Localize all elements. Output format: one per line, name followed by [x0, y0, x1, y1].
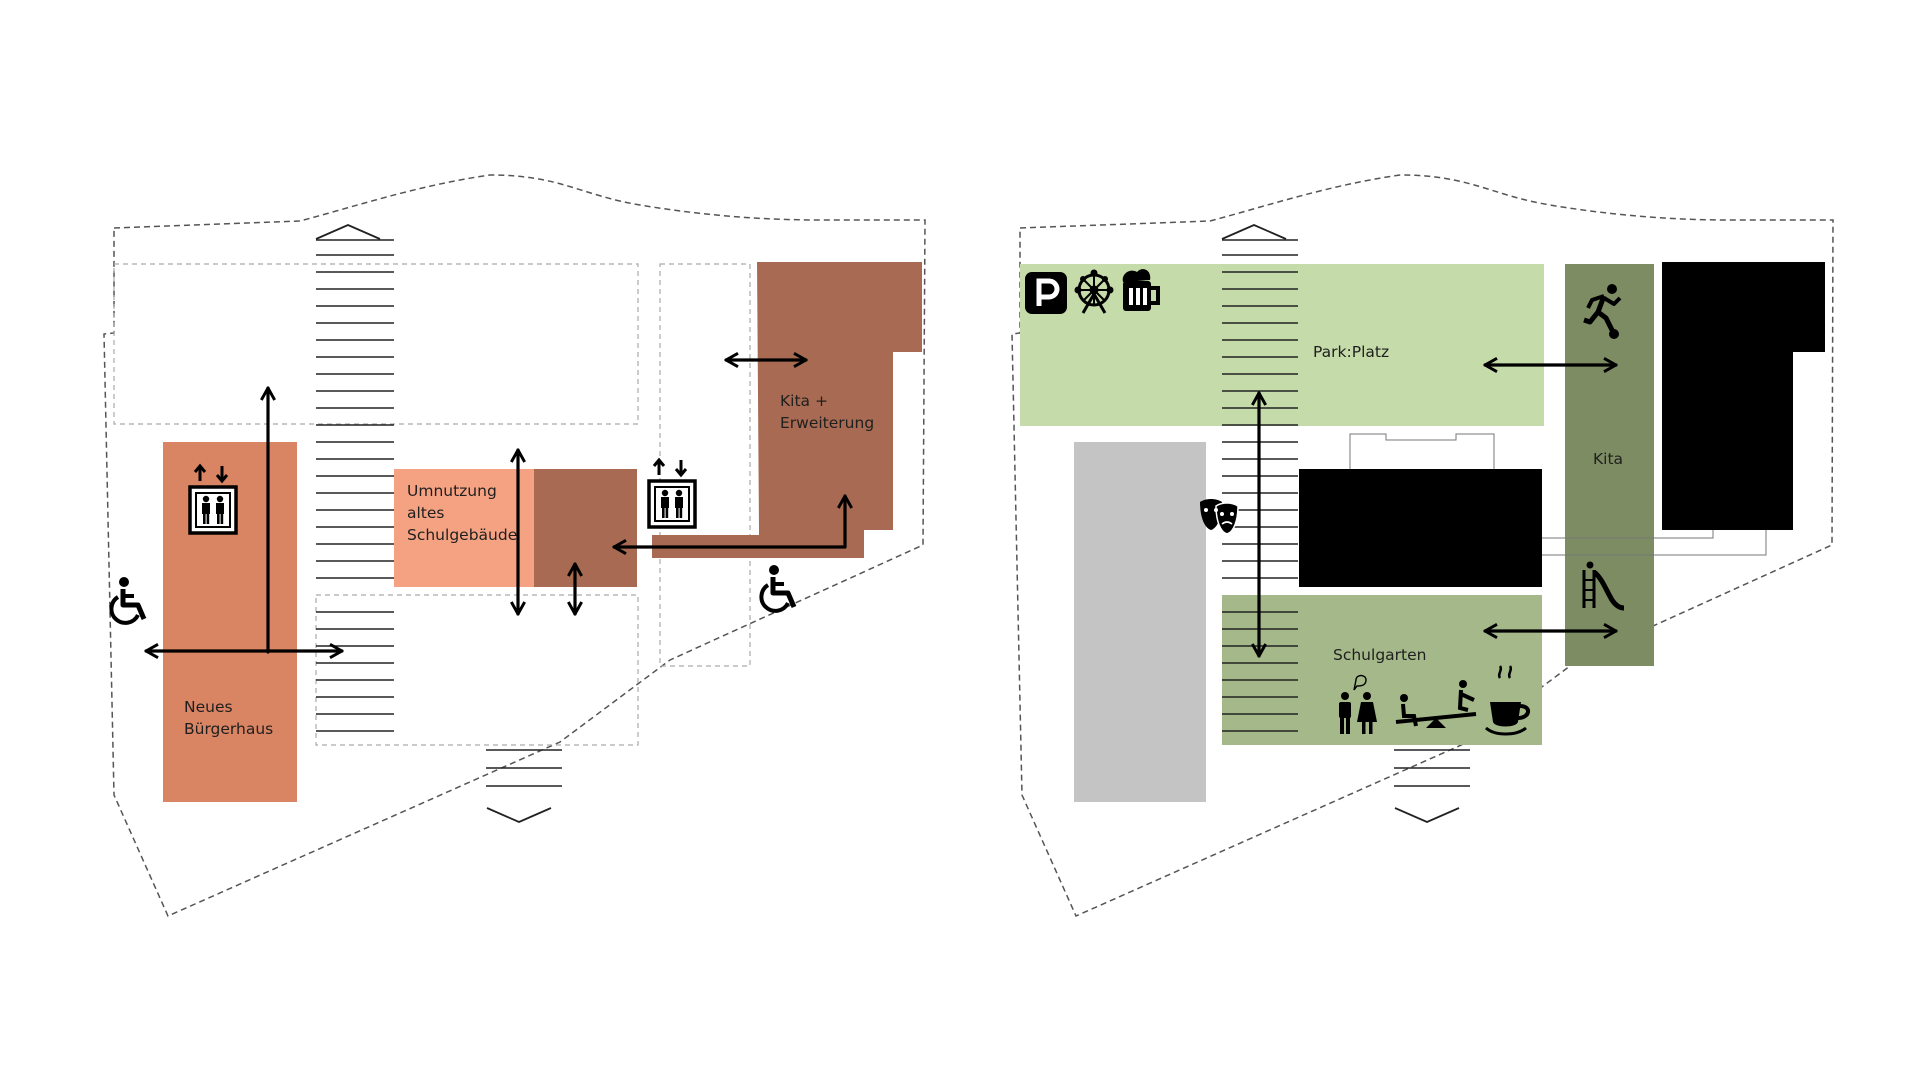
wheelchair-icon	[111, 577, 144, 623]
label-buergerhaus: Bürgerhaus	[184, 720, 273, 738]
right-plan: Park:Platz Kita Schulgarten	[1011, 174, 1834, 917]
outline-thin	[1349, 433, 1495, 469]
label-neues: Neues	[184, 698, 233, 716]
building-kita-erweiterung	[652, 262, 922, 558]
zone-schulgarten	[1222, 595, 1542, 745]
arrow-connector	[612, 494, 853, 555]
label-erweiterung: Erweiterung	[780, 414, 874, 432]
zone-dashed	[315, 594, 639, 746]
outline-thin	[1542, 530, 1767, 556]
seesaw-icon	[1395, 680, 1477, 728]
wheelchair-icon	[761, 565, 794, 611]
label-park-platz: Park:Platz	[1313, 343, 1389, 361]
ferris-wheel-icon	[1074, 269, 1114, 314]
label-schulgarten: Schulgarten	[1333, 646, 1426, 664]
site-boundary-right	[1011, 174, 1834, 917]
building-grey	[1074, 442, 1206, 802]
label-kita-plus: Kita +	[780, 392, 828, 410]
label-kita: Kita	[1593, 450, 1623, 468]
building-school	[1299, 469, 1542, 587]
elevator-icon	[647, 458, 697, 529]
label-umnutzung: Umnutzung	[407, 482, 497, 500]
stairs-left-bottom	[486, 749, 562, 823]
coffee-cup-icon	[1485, 665, 1530, 736]
theater-masks-icon	[1200, 499, 1239, 535]
stairs-left	[315, 224, 394, 732]
left-plan: Neues Bürgerhaus Umnutzung altes Schulge…	[103, 174, 926, 917]
people-talking-icon	[1339, 674, 1377, 734]
label-schulgebaeude: Schulgebäude	[407, 526, 517, 544]
label-altes: altes	[407, 504, 445, 522]
building-umnutzung-annex	[534, 469, 637, 587]
slide-icon	[1582, 561, 1625, 611]
stairs-right-bottom	[1394, 749, 1470, 823]
beer-mug-icon	[1122, 269, 1160, 311]
soccer-player-icon	[1583, 284, 1622, 339]
zone-dashed	[659, 263, 751, 667]
building-kita	[1662, 262, 1825, 530]
site-boundary-left	[103, 174, 926, 917]
zone-dashed	[113, 263, 639, 425]
parking-icon	[1025, 272, 1067, 314]
